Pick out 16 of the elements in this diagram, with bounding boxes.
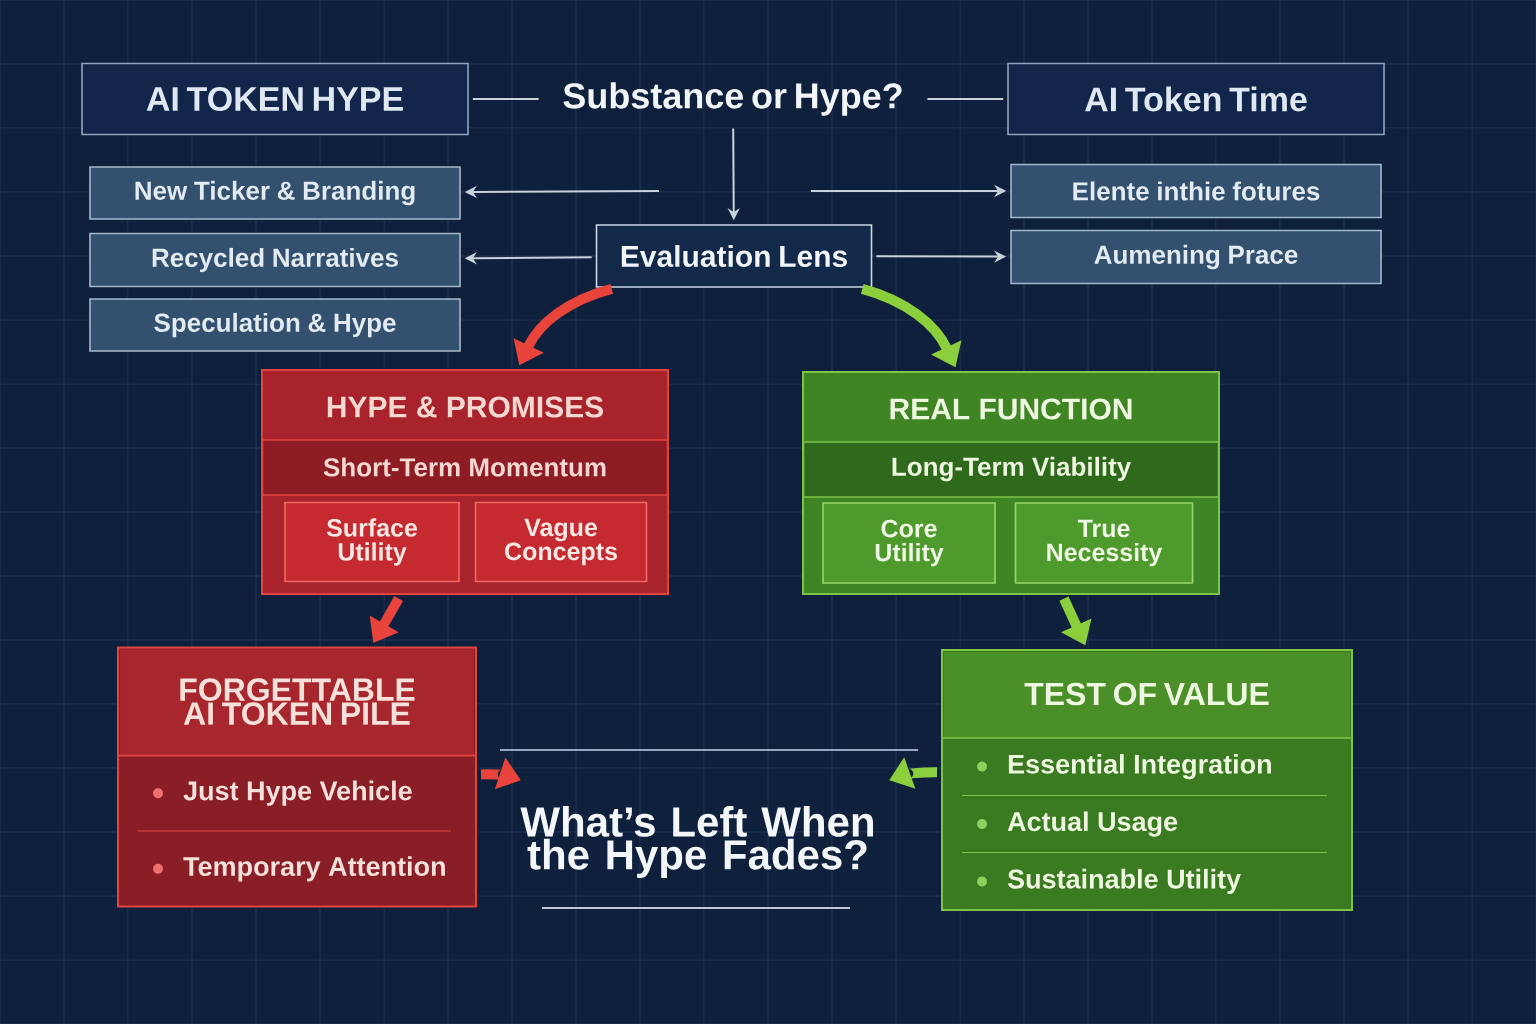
lens-box: Evaluation Lens — [595, 224, 873, 288]
concept-box: True Necessity — [1014, 502, 1194, 584]
heading-text: Substance or Hype? — [563, 82, 902, 116]
result-box: FORGETTABLE AI TOKEN PILE Just Hype Vehicle Temporary Attention — [117, 646, 477, 908]
question-text: What’s Left When the Hype Fades? — [520, 806, 873, 878]
title-box: AI Token Time — [1007, 62, 1385, 136]
concept-box: Core Utility — [822, 502, 996, 584]
label-box: New Ticker & Branding — [89, 166, 461, 220]
label-box: Aumening Prace — [1010, 229, 1382, 285]
label-box: Elente inthie fotures — [1010, 163, 1382, 219]
result-box: TEST OF VALUE Essential Integration Actual Usage Sustainable Utility — [941, 649, 1353, 911]
concept-box: Surface Utility — [284, 501, 460, 583]
label-box: Recycled Narratives — [89, 232, 461, 288]
label-box: Speculation & Hype — [89, 298, 461, 352]
title-box: AI TOKEN HYPE — [81, 62, 469, 136]
concept-box: Vague Concepts — [474, 501, 648, 583]
